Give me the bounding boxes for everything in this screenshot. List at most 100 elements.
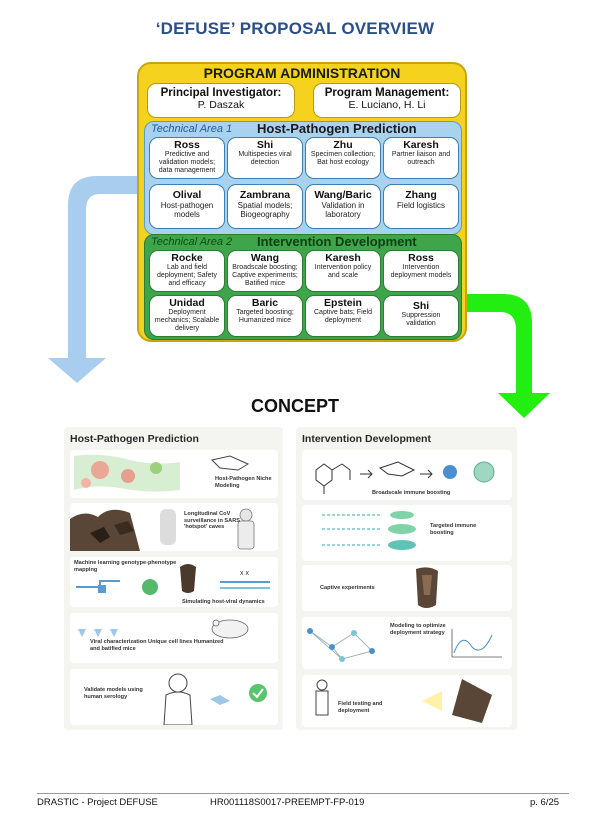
ta1-person-zhang: Zhang Field logistics	[383, 184, 459, 229]
person-role: Captive bats; Field deployment	[314, 309, 372, 324]
person-role: Specimen collection; Bat host ecology	[310, 151, 376, 166]
person-name: Rocke	[171, 252, 203, 264]
ta2-person-wang: Wang Broadscale boosting; Captive experi…	[227, 250, 303, 292]
field-testing-caption: Field testing and deployment	[338, 701, 383, 714]
bat-cave-illustration	[70, 508, 255, 551]
cave-surveillance-card: Longitudinal CoV surveillance in SARS 'h…	[70, 503, 278, 551]
person-role: Intervention policy and scale	[314, 264, 372, 279]
pi-role: Principal Investigator:	[160, 87, 282, 99]
human-serology-caption: Validate models using human serology	[84, 687, 143, 700]
footer-divider	[37, 793, 569, 794]
broadscale-boosting-card: Broadscale immune boosting	[302, 450, 512, 500]
person-role: Targeted boosting; Humanized mice	[236, 309, 294, 324]
human-serology-card: Validate models using human serology	[70, 669, 278, 726]
ta1-person-ross: Ross Predictive and validation models; d…	[149, 137, 225, 179]
person-role: Deployment mechanics; Scalable delivery	[154, 309, 220, 332]
ta2-person-unidad: Unidad Deployment mechanics; Scalable de…	[149, 295, 225, 337]
person-name: Wang	[250, 252, 280, 264]
pm-name: E. Luciano, H. Li	[348, 99, 426, 111]
deployment-modeling-caption: Modeling to optimize deployment strategy	[390, 623, 446, 636]
person-name: Epstein	[324, 297, 362, 309]
host-viral-dynamics-caption: Simulating host-viral dynamics	[182, 599, 265, 605]
person-role: Lab and field deployment; Safety and eff…	[157, 264, 217, 287]
serology-illustration	[163, 673, 267, 726]
ta2-person-ross: Ross Intervention deployment models	[383, 250, 459, 292]
person-role: Host-pathogen models	[160, 201, 214, 219]
mouse-cell-illustration	[78, 619, 249, 639]
ta2-name: Intervention Development	[257, 234, 417, 249]
ta2-person-rocke: Rocke Lab and field deployment; Safety a…	[149, 250, 225, 292]
person-role: Spatial models; Biogeography	[237, 201, 293, 219]
ta1-person-zambrana: Zambrana Spatial models; Biogeography	[227, 184, 303, 229]
ta1-person-wang-baric: Wang/Baric Validation in laboratory	[305, 184, 381, 229]
person-name: Ross	[174, 139, 200, 151]
person-role: Suppression validation	[401, 312, 441, 327]
person-name: Zambrana	[239, 189, 291, 201]
ta1-person-shi: Shi Multispecies viral detection	[227, 137, 303, 179]
concept-host-pathogen-panel: Host-Pathogen Prediction Host-Pathogen N…	[64, 427, 283, 730]
person-name: Karesh	[403, 139, 439, 151]
ta1-name: Host-Pathogen Prediction	[257, 121, 417, 136]
host-pathogen-panel-title: Host-Pathogen Prediction	[70, 433, 199, 445]
field-testing-card: Field testing and deployment	[302, 675, 512, 727]
genotype-phenotype-illustration: x x	[76, 564, 270, 595]
person-role: Validation in laboratory	[321, 201, 365, 219]
green-arrow	[467, 294, 550, 418]
machine-learning-caption: Machine learning genotype-phenotype mapp…	[74, 560, 177, 573]
footer-page-number: p. 6/25	[530, 797, 560, 808]
field-deployment-illustration	[315, 679, 492, 723]
person-name: Karesh	[325, 252, 361, 264]
ta1-person-zhu: Zhu Specimen collection; Bat host ecolog…	[305, 137, 381, 179]
machine-learning-card: x x Machine learning genotype-phenotype …	[70, 557, 278, 607]
program-management-box: Program Management: E. Luciano, H. Li	[313, 83, 461, 118]
deployment-modeling-card: Modeling to optimize deployment strategy	[302, 617, 512, 669]
ta2-person-epstein: Epstein Captive bats; Field deployment	[305, 295, 381, 337]
person-role: Partner liaison and outreach	[391, 151, 451, 166]
targeted-boosting-card: Targeted immune boosting	[302, 505, 512, 561]
ta1-person-olival: Olival Host-pathogen models	[149, 184, 225, 229]
person-name: Zhang	[405, 189, 437, 201]
person-name: Shi	[256, 139, 274, 151]
targeted-boosting-illustration	[322, 511, 416, 550]
person-name: Baric	[251, 297, 279, 309]
ta1-person-karesh: Karesh Partner liaison and outreach	[383, 137, 459, 179]
ta2-tag: Technical Area 2	[151, 236, 233, 248]
person-role: Field logistics	[396, 201, 445, 210]
concept-intervention-panel: Intervention Development Broadscale immu…	[296, 427, 517, 730]
concept-heading: CONCEPT	[250, 396, 339, 416]
person-role: Predictive and validation models; data m…	[158, 151, 216, 174]
person-name: Unidad	[169, 297, 205, 309]
pm-role: Program Management:	[324, 87, 450, 99]
person-name: Olival	[172, 189, 202, 201]
program-administration-heading: PROGRAM ADMINISTRATION	[203, 65, 401, 81]
targeted-boosting-caption: Targeted immune boosting	[430, 523, 477, 536]
blue-arrow	[48, 176, 137, 383]
page-title: ‘DEFUSE’ PROPOSAL OVERVIEW	[155, 19, 435, 38]
pi-name: P. Daszak	[197, 99, 245, 111]
program-org-chart: PROGRAM ADMINISTRATION Principal Investi…	[137, 62, 467, 342]
person-name: Shi	[412, 300, 430, 312]
niche-modeling-caption: Host-Pathogen Niche Modeling	[215, 476, 272, 489]
broadscale-boosting-caption: Broadscale immune boosting	[372, 490, 451, 496]
ta2-person-karesh: Karesh Intervention policy and scale	[305, 250, 381, 292]
niche-map-illustration	[74, 454, 250, 492]
footer-solicitation-number: HR001118S0017-PREEMPT-FP-019	[210, 797, 365, 808]
ta2-person-shi: Shi Suppression validation	[383, 295, 459, 337]
captive-bats-illustration	[416, 567, 438, 608]
ta2-person-baric: Baric Targeted boosting; Humanized mice	[227, 295, 303, 337]
person-role: Broadscale boosting; Captive experiments…	[232, 264, 298, 287]
technical-area-2: Technical Area 2 Intervention Developmen…	[144, 234, 462, 340]
molecule-bat-illustration	[315, 461, 495, 494]
ta1-tag: Technical Area 1	[151, 123, 233, 135]
viral-characterization-caption: Viral characterization Unique cell lines…	[90, 639, 224, 652]
intervention-panel-title: Intervention Development	[302, 433, 431, 445]
network-model-illustration	[307, 628, 502, 662]
captive-experiments-caption: Captive experiments	[320, 585, 375, 591]
viral-characterization-card: Viral characterization Unique cell lines…	[70, 613, 278, 663]
person-name: Ross	[408, 252, 434, 264]
cave-surveillance-caption: Longitudinal CoV surveillance in SARS 'h…	[184, 511, 240, 530]
principal-investigator-box: Principal Investigator: P. Daszak	[147, 83, 295, 118]
person-role: Intervention deployment models	[390, 264, 452, 279]
person-role: Multispecies viral detection	[238, 151, 292, 166]
